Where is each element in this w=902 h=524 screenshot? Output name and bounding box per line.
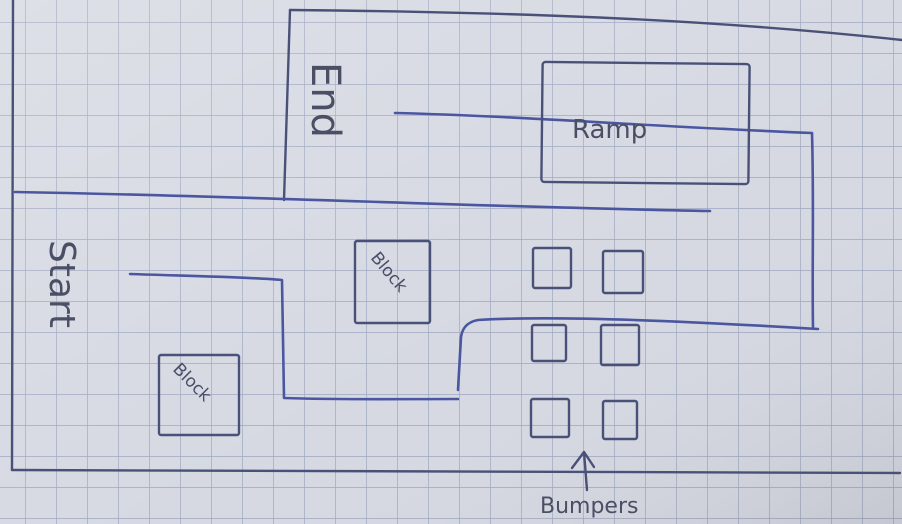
start-label: Start [41,240,82,328]
bumpers-label: Bumpers [540,494,638,519]
ramp-label: Ramp [572,115,647,145]
right-lane-wall [812,133,813,328]
end-label: End [302,62,348,138]
board-left-edge [12,0,13,470]
